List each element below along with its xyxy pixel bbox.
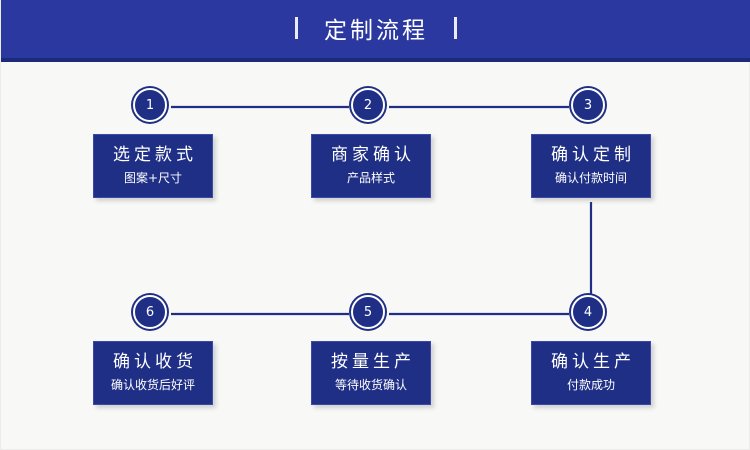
flow-diagram: 1 选定款式 图案+尺寸 2 商家确认 产品样式 3 确认定制 确认付款时间 4… (1, 62, 750, 450)
title-left-tick-icon (295, 17, 298, 39)
step-subtitle-4: 付款成功 (566, 377, 615, 392)
step-title-1: 选定款式 (113, 145, 197, 165)
step-subtitle-1: 图案+尺寸 (123, 170, 183, 185)
title-right-tick-icon (454, 17, 457, 39)
step-number-badge-5: 5 (351, 295, 385, 329)
page-header: 定制流程 (1, 0, 750, 58)
step-card-3[interactable]: 确认定制 确认付款时间 (531, 134, 651, 198)
step-subtitle-5: 等待收货确认 (334, 377, 407, 392)
step-number-badge-4: 4 (571, 295, 605, 329)
step-subtitle-2: 产品样式 (346, 170, 395, 185)
step-card-2[interactable]: 商家确认 产品样式 (311, 134, 431, 198)
step-title-6: 确认收货 (113, 352, 197, 372)
step-title-4: 确认生产 (551, 352, 635, 372)
step-title-2: 商家确认 (331, 145, 415, 165)
step-card-4[interactable]: 确认生产 付款成功 (531, 341, 651, 405)
flow-connectors (171, 105, 593, 316)
step-subtitle-3: 确认付款时间 (554, 170, 627, 185)
step-number-badge-3: 3 (571, 88, 605, 122)
step-number-badge-6: 6 (133, 295, 167, 329)
step-title-5: 按量生产 (331, 352, 415, 372)
page-title: 定制流程 (324, 18, 428, 44)
header-inner: 定制流程 (295, 11, 457, 45)
step-title-3: 确认定制 (551, 145, 635, 165)
step-card-6[interactable]: 确认收货 确认收货后好评 (93, 341, 213, 405)
step-number-badge-1: 1 (133, 88, 167, 122)
header-underline (1, 58, 750, 62)
step-subtitle-6: 确认收货后好评 (110, 377, 195, 392)
step-card-1[interactable]: 选定款式 图案+尺寸 (93, 134, 213, 198)
step-card-5[interactable]: 按量生产 等待收货确认 (311, 341, 431, 405)
step-number-badge-2: 2 (351, 88, 385, 122)
